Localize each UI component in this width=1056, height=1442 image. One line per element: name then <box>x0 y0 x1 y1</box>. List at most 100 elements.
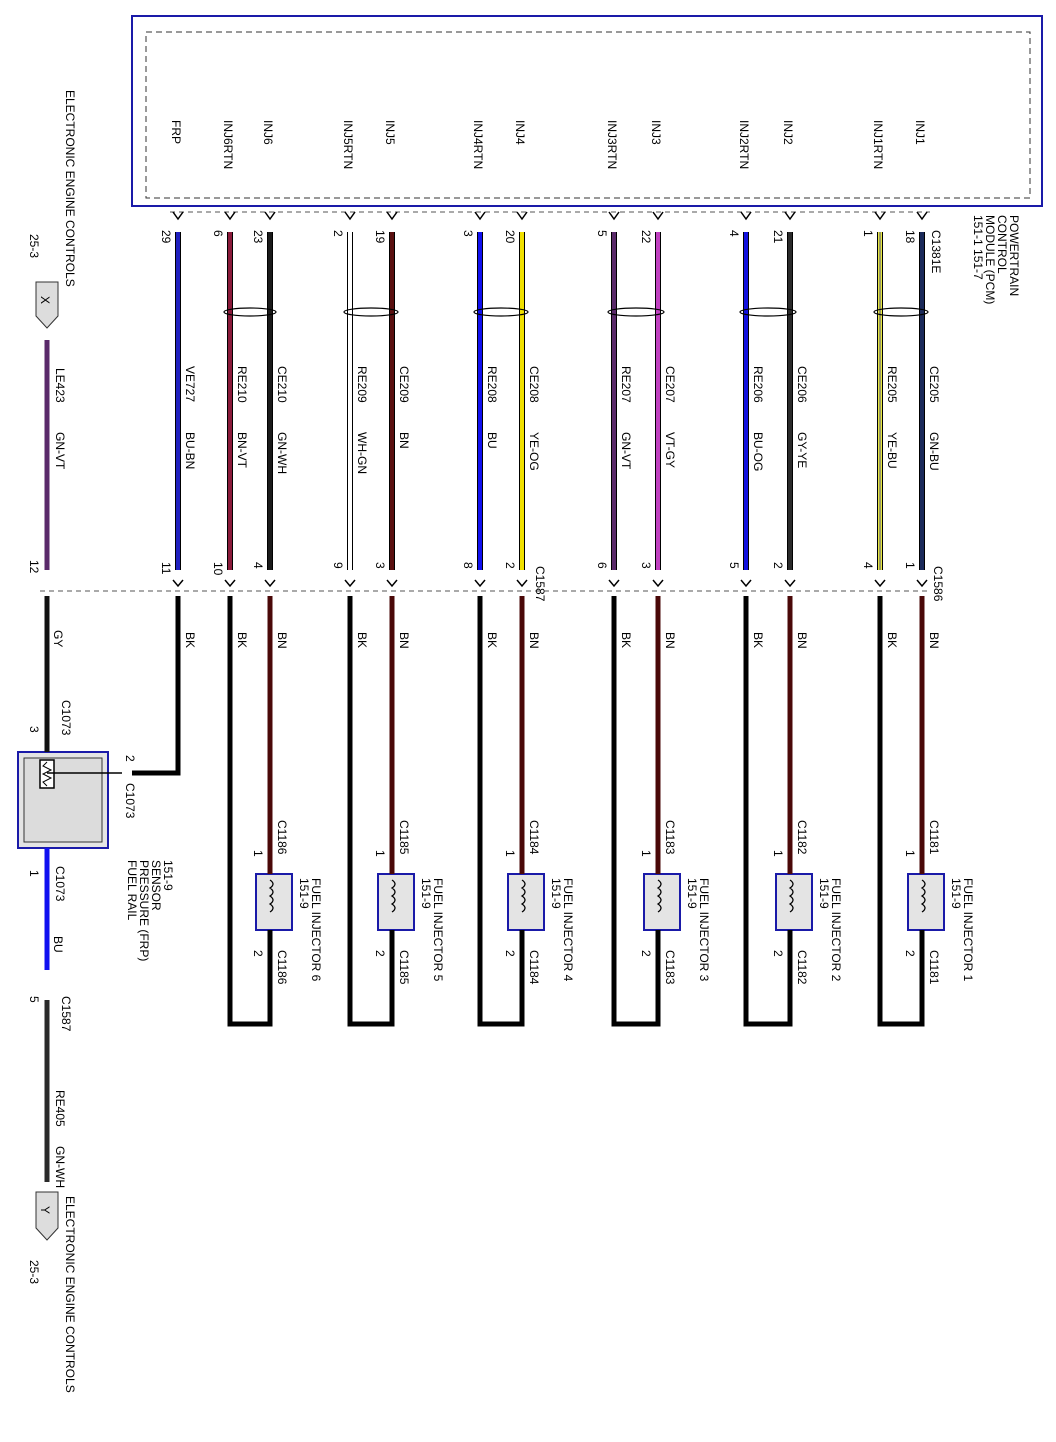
pcm-pin-number: 29 <box>159 230 173 244</box>
pcm-pin-label: INJ1 <box>913 120 927 145</box>
injector-pin-top: 1 <box>373 850 387 857</box>
injector-return-wire <box>227 596 273 1027</box>
connector-c1587: C1587 <box>533 566 547 602</box>
circuit-code: CE207 <box>663 366 677 403</box>
pin-arrow-icon <box>740 211 752 221</box>
pcm-pin-number: 6 <box>211 230 225 237</box>
left-top-offpage-x-icon <box>35 281 59 329</box>
injector-conn-bottom: C1181 <box>927 950 941 985</box>
injector-ref: 151-9 <box>297 878 311 909</box>
inline-pin-number: 3 <box>639 562 653 569</box>
inline-pin-number: 4 <box>861 562 875 569</box>
lower-color-code: BK <box>183 632 197 648</box>
lower-color-code: BN <box>927 632 941 649</box>
pcm-pin-label: INJ5 <box>383 120 397 145</box>
frp-bottom-conn: C1073 <box>53 866 67 902</box>
lower-color-code: BK <box>751 632 765 648</box>
frp-sensor-inner <box>23 757 103 843</box>
lower-color-code: BK <box>485 632 499 648</box>
lower-color-code: BN <box>663 632 677 649</box>
injector-conn-top: C1183 <box>663 820 677 855</box>
twisted-pair-icon <box>343 307 399 317</box>
injector-coil-icon <box>788 879 794 913</box>
inline-arrow-icon <box>874 579 886 588</box>
injector-pin-bottom: 2 <box>903 950 917 957</box>
injector-box <box>377 873 415 931</box>
injector-pin-top: 1 <box>503 850 517 857</box>
inline-pin-number: 11 <box>159 562 173 575</box>
injector-name: FUEL INJECTOR 2 <box>829 878 843 982</box>
circuit-color-code: WH-GN <box>355 432 369 474</box>
left-top-letter: X <box>38 296 52 304</box>
pin-arrow-icon <box>224 211 236 221</box>
frp-sensor-label: FUEL RAIL PRESSURE (FRP) SENSOR 151-9 <box>125 860 175 961</box>
circuit-color-code: YE-BU <box>885 432 899 469</box>
injector-conn-top: C1184 <box>527 820 541 855</box>
lower-color-code: BK <box>235 632 249 648</box>
pin-arrow-icon <box>608 211 620 221</box>
circuit-color-code: YE-OG <box>527 432 541 471</box>
inline-pin-number: 2 <box>503 562 517 569</box>
pcm-module-inner-box <box>145 31 1031 199</box>
inline-arrow-icon <box>652 579 664 588</box>
frp-side-conn: C1073 <box>123 783 137 819</box>
left-bottom-circuit: Y RE405 GN-WH 5 ELECTRONIC ENGINE CONTRO… <box>27 996 77 1393</box>
injector-pin-top: 1 <box>639 850 653 857</box>
injector-name: FUEL INJECTOR 4 <box>561 878 575 982</box>
circuit-color-code: BN-VT <box>235 432 249 469</box>
pin-arrow-icon <box>264 211 276 221</box>
frp-top-conn: C1073 <box>59 700 73 736</box>
circuit-color-code: VT-GY <box>663 432 677 468</box>
left-bottom-label: ELECTRONIC ENGINE CONTROLS <box>63 1196 77 1393</box>
injector-return-wire <box>743 596 793 1027</box>
pcm-pin-number: 3 <box>461 230 475 237</box>
inline-arrow-icon <box>344 579 356 588</box>
lower-color-code: BN <box>527 632 541 649</box>
pcm-label-line4: 151-1 151-7 <box>971 215 985 280</box>
circuit-code: CE206 <box>795 366 809 403</box>
circuit-code: RE209 <box>355 366 369 403</box>
circuit-code: CE208 <box>527 366 541 403</box>
pcm-label: POWERTRAIN CONTROL MODULE (PCM) 151-1 15… <box>971 215 1021 304</box>
pcm-label-line3: MODULE (PCM) <box>983 215 997 304</box>
pcm-pin-label: INJ6 <box>261 120 275 145</box>
pcm-label-line2: CONTROL <box>995 215 1009 274</box>
pin-arrow-icon <box>652 211 664 221</box>
injector-conn-bottom: C1182 <box>795 950 809 985</box>
inline-pin-number: 2 <box>771 562 785 569</box>
inline-arrow-icon <box>474 579 486 588</box>
circuit-code: RE210 <box>235 366 249 403</box>
injector-conn-bottom: C1183 <box>663 950 677 985</box>
injector-pin-top: 1 <box>251 850 265 857</box>
inline-arrow-icon <box>608 579 620 588</box>
frp-label-line4: 151-9 <box>161 860 175 891</box>
frp-label-line2: PRESSURE (FRP) <box>137 860 151 961</box>
injector-return-wire <box>611 596 661 1027</box>
inline-arrow-icon <box>264 579 276 588</box>
injector-pin-bottom: 2 <box>771 950 785 957</box>
left-bottom-ref: 25-3 <box>27 1260 41 1284</box>
inline-pin-number: 1 <box>903 562 917 569</box>
twisted-pair-icon <box>607 307 665 317</box>
pin-arrow-icon <box>874 211 886 221</box>
lower-color-code: BN <box>275 632 289 649</box>
injector-box <box>255 873 293 931</box>
injector-return-wire <box>877 596 925 1027</box>
frp-lower-conn: C1587 <box>59 996 73 1032</box>
inline-pin-number: 9 <box>331 562 345 569</box>
circuit-color-code: BU-OG <box>751 432 765 471</box>
twisted-pair-icon <box>223 307 277 317</box>
injector-ref: 151-9 <box>549 878 563 909</box>
circuit-code: RE208 <box>485 366 499 403</box>
pcm-pin-number: 2 <box>331 230 345 237</box>
pin-arrow-icon <box>784 211 796 221</box>
